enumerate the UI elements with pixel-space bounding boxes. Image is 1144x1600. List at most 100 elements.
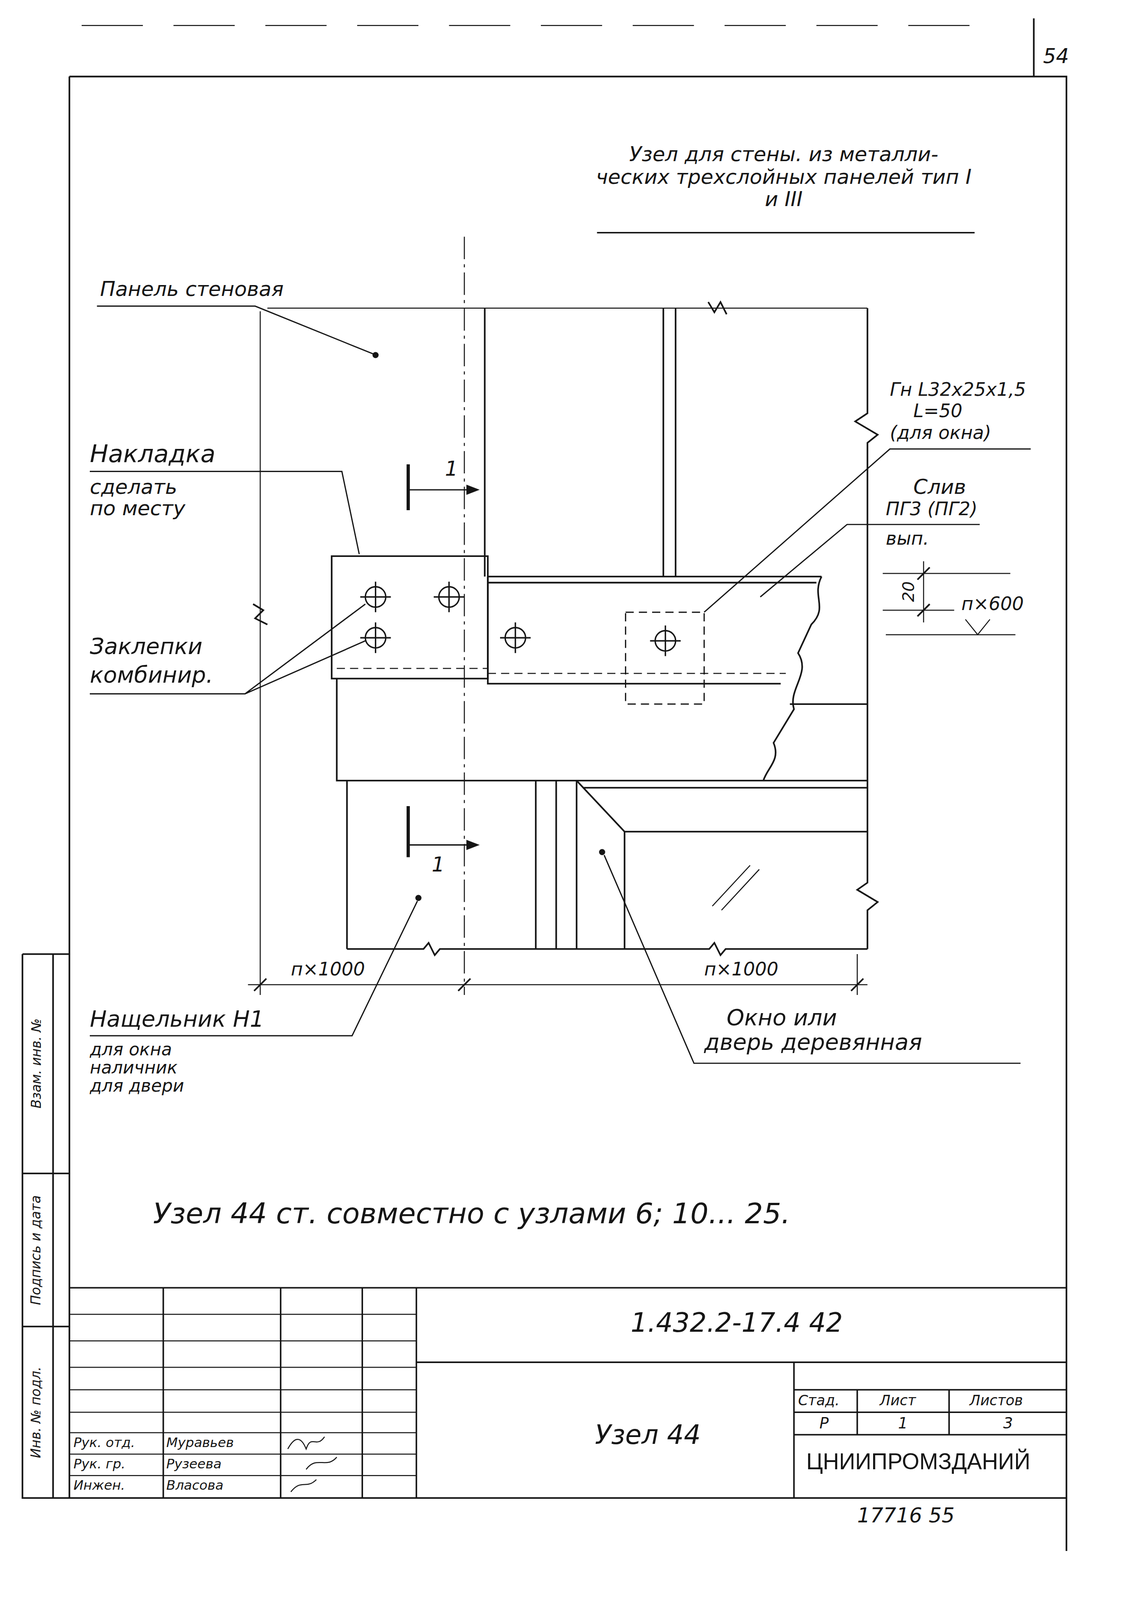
leader-line — [89, 305, 1031, 1063]
callout-label: для двери — [89, 1076, 185, 1096]
drawing-name: Узел 44 — [594, 1419, 701, 1449]
window-frame — [347, 780, 577, 949]
document-code: 1.432.2-17.4 42 — [630, 1307, 843, 1337]
leader-dot — [372, 352, 606, 901]
callout-label: дверь деревянная — [704, 1030, 923, 1056]
stamp-label: Взам. инв. № — [29, 1018, 45, 1109]
callout-label: L=50 — [913, 401, 963, 422]
title-block-cell: 1 — [898, 1414, 908, 1432]
angle-bracket — [625, 612, 705, 704]
sheet-frame — [22, 18, 1067, 1551]
section-mark-number: 1 — [431, 852, 445, 875]
window-frame — [712, 864, 760, 910]
leader-line — [704, 448, 1032, 613]
callout-label: Гн L32x25x1,5 — [889, 379, 1027, 400]
title-block-grid — [416, 1361, 1067, 1498]
leader-dot — [599, 848, 605, 855]
dimension-label: п×600 — [961, 593, 1024, 614]
dimension-lines — [247, 311, 868, 995]
title-block-grid — [69, 1287, 1067, 1498]
title-block-cell: Рук. отд. — [73, 1435, 136, 1450]
callout-label: ПГ3 (ПГ2) — [885, 498, 978, 520]
wall-panel — [708, 301, 727, 315]
dimension-label: п×1000 — [704, 958, 779, 980]
wall-panel — [253, 301, 878, 949]
drip-flashing — [763, 576, 822, 781]
cover-plate — [336, 667, 488, 669]
section-mark — [406, 464, 410, 511]
window-frame — [347, 780, 868, 955]
title-block-cell: Рук. гр. — [73, 1456, 126, 1472]
drip-flashing — [487, 576, 822, 781]
cover-plate — [331, 555, 488, 679]
leader-line — [603, 854, 1021, 1064]
window-frame — [347, 942, 868, 955]
callout-label: Слив — [913, 475, 967, 498]
rivet-symbol — [650, 625, 681, 656]
cover-plate — [331, 555, 488, 679]
leader-line — [89, 471, 360, 555]
wall-panel — [855, 308, 878, 949]
callout-label: (для окна) — [889, 422, 992, 443]
title-block-cell: 3 — [1003, 1414, 1013, 1432]
drip-flashing — [487, 672, 786, 674]
leader-dot — [372, 352, 379, 359]
dimension-lines — [463, 236, 465, 995]
leader-dot — [415, 894, 422, 901]
section-arrow — [466, 484, 480, 495]
wall-panel — [484, 308, 676, 577]
section-arrow — [466, 484, 480, 850]
section-mark — [408, 844, 470, 846]
title-block-cell: Р — [819, 1414, 829, 1432]
rivet-symbol — [500, 622, 531, 653]
signature — [287, 1436, 337, 1492]
title-block-cell: Стад. — [798, 1392, 840, 1409]
title-underline — [597, 231, 975, 234]
signature — [287, 1436, 337, 1492]
section-mark-number: 1 — [445, 456, 459, 480]
callout-label: по месту — [89, 496, 186, 520]
page-number: 54 — [1042, 44, 1069, 68]
stamp-label: Инв. № подл. — [29, 1366, 45, 1459]
sheet-frame — [22, 953, 69, 1498]
title-block-grid — [163, 1287, 417, 1498]
callout-label: сделать — [89, 475, 178, 498]
rivet-symbol — [360, 622, 391, 653]
title-block-cell: Листов — [969, 1392, 1023, 1409]
transom-beam — [336, 678, 868, 781]
organization-name: ЦНИИПРОМЗДАНИЙ — [806, 1449, 1031, 1475]
section-mark — [408, 464, 470, 858]
title-underline — [597, 231, 975, 234]
dimension-label: п×1000 — [290, 958, 365, 980]
archive-number: 17716 55 — [857, 1503, 955, 1527]
window-frame — [576, 780, 868, 949]
sheet-frame — [1032, 18, 1035, 77]
leader-line — [89, 603, 366, 694]
stamp-label: Подпись и дата — [29, 1194, 45, 1305]
callout-label: Окно или — [726, 1006, 837, 1031]
callout-label: Нащельник Н1 — [89, 1006, 265, 1032]
drawing-title: Узел для стены. из металли- ческих трехс… — [589, 142, 978, 211]
section-arrow — [466, 839, 480, 850]
callout-label: Накладка — [89, 440, 216, 468]
callout-label: Панель стеновая — [99, 277, 284, 300]
sheet-frame — [69, 76, 1067, 1552]
section-mark — [406, 805, 410, 857]
title-block-grid — [69, 1286, 1067, 1288]
dimension-lines — [267, 307, 868, 309]
title-block-cell: Власова — [166, 1477, 224, 1493]
drip-flashing — [487, 576, 822, 684]
leader-line — [97, 305, 374, 354]
callout-label: комбинир. — [89, 662, 214, 688]
dimension-lines — [254, 978, 864, 991]
leader-line — [760, 524, 980, 598]
leader-line — [89, 900, 418, 1036]
title-block-cell: Рузеева — [166, 1456, 222, 1472]
title-block-grid — [69, 1314, 417, 1476]
dimension-label: 20 — [899, 581, 918, 603]
dimension-lines — [917, 567, 930, 617]
wall-panel — [253, 603, 268, 625]
rivet-symbol — [433, 581, 465, 612]
